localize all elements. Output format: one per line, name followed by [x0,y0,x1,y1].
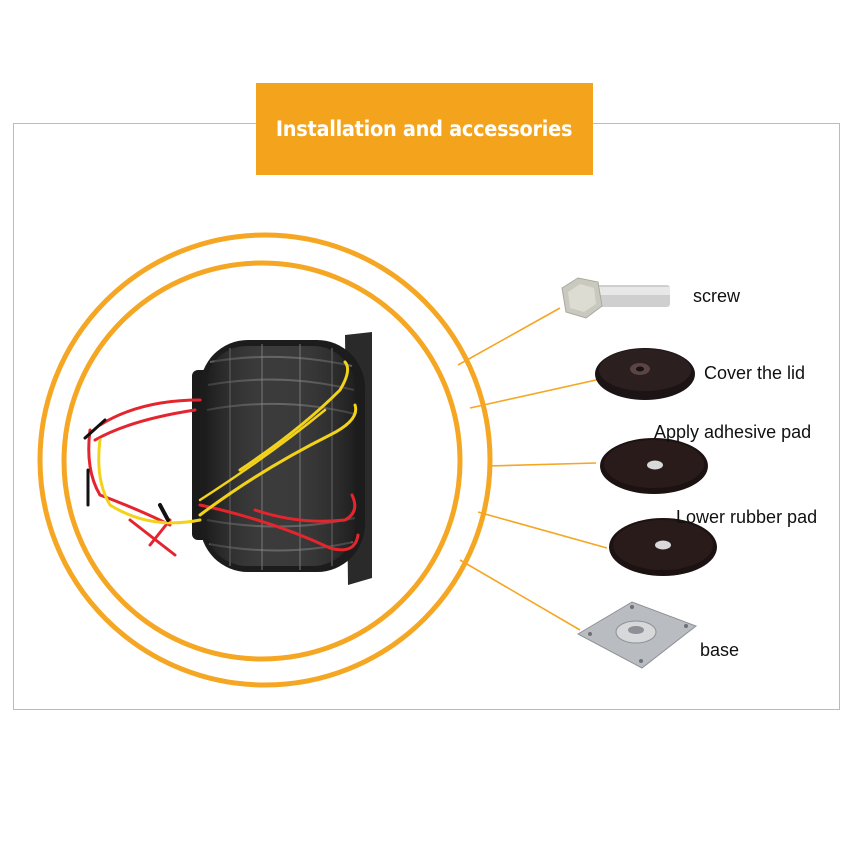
accessory-label-screw: screw [693,286,741,306]
cover-lid-icon [595,348,695,400]
adhesive-pad-icon [600,438,708,494]
accessory-label-cover-lid: Cover the lid [704,363,806,383]
accessory-label-base: base [700,640,740,660]
transformer [192,332,372,585]
rubber-pad-icon [609,518,717,576]
inner-ring [61,260,463,662]
wires [83,360,360,557]
section-banner: Installation and accessories [256,83,593,175]
base-plate-icon [576,601,698,669]
accessory-label-rubber-pad: Lower rubber pad [676,507,818,527]
outer-ring [37,232,493,688]
screw-icon [561,277,670,319]
banner-title: Installation and accessories [276,117,573,141]
connector-lines [457,307,608,631]
accessory-label-adhesive-pad: Apply adhesive pad [654,422,812,442]
